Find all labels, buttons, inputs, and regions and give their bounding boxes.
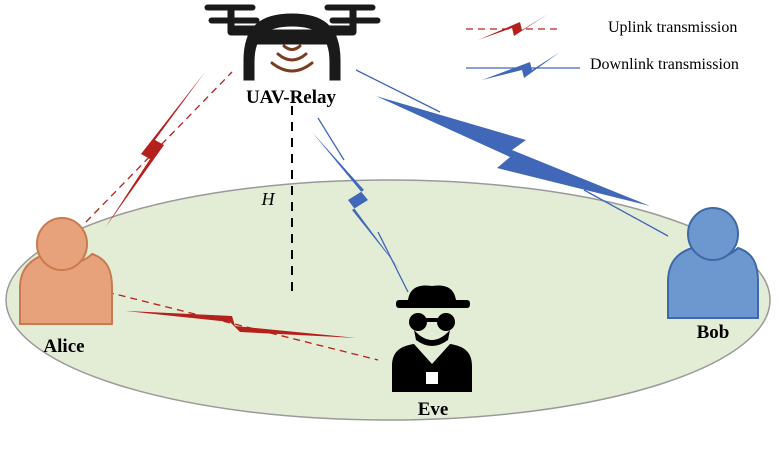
uplink-alice-to-eve — [106, 291, 379, 361]
height-label: H — [261, 189, 276, 209]
alice-label: Alice — [43, 336, 84, 357]
downlink-relay-to-bob — [355, 69, 669, 237]
coverage-area — [5, 179, 771, 421]
relay-label: UAV-Relay — [246, 87, 337, 108]
legend: Uplink transmission Downlink transmissio… — [466, 14, 739, 80]
eve-spy-icon — [392, 285, 472, 392]
alice-user-icon — [19, 217, 113, 325]
legend-uplink-symbol — [466, 14, 558, 40]
legend-downlink-symbol — [466, 52, 580, 80]
drone-icon — [204, 4, 381, 81]
bob-user-icon — [667, 207, 759, 319]
legend-uplink-label: Uplink transmission — [608, 19, 737, 36]
uplink-alice-to-relay — [85, 71, 233, 228]
legend-downlink-label: Downlink transmission — [590, 56, 739, 73]
bob-label: Bob — [697, 322, 730, 343]
eve-label: Eve — [418, 399, 449, 420]
downlink-relay-to-eve — [312, 117, 409, 293]
